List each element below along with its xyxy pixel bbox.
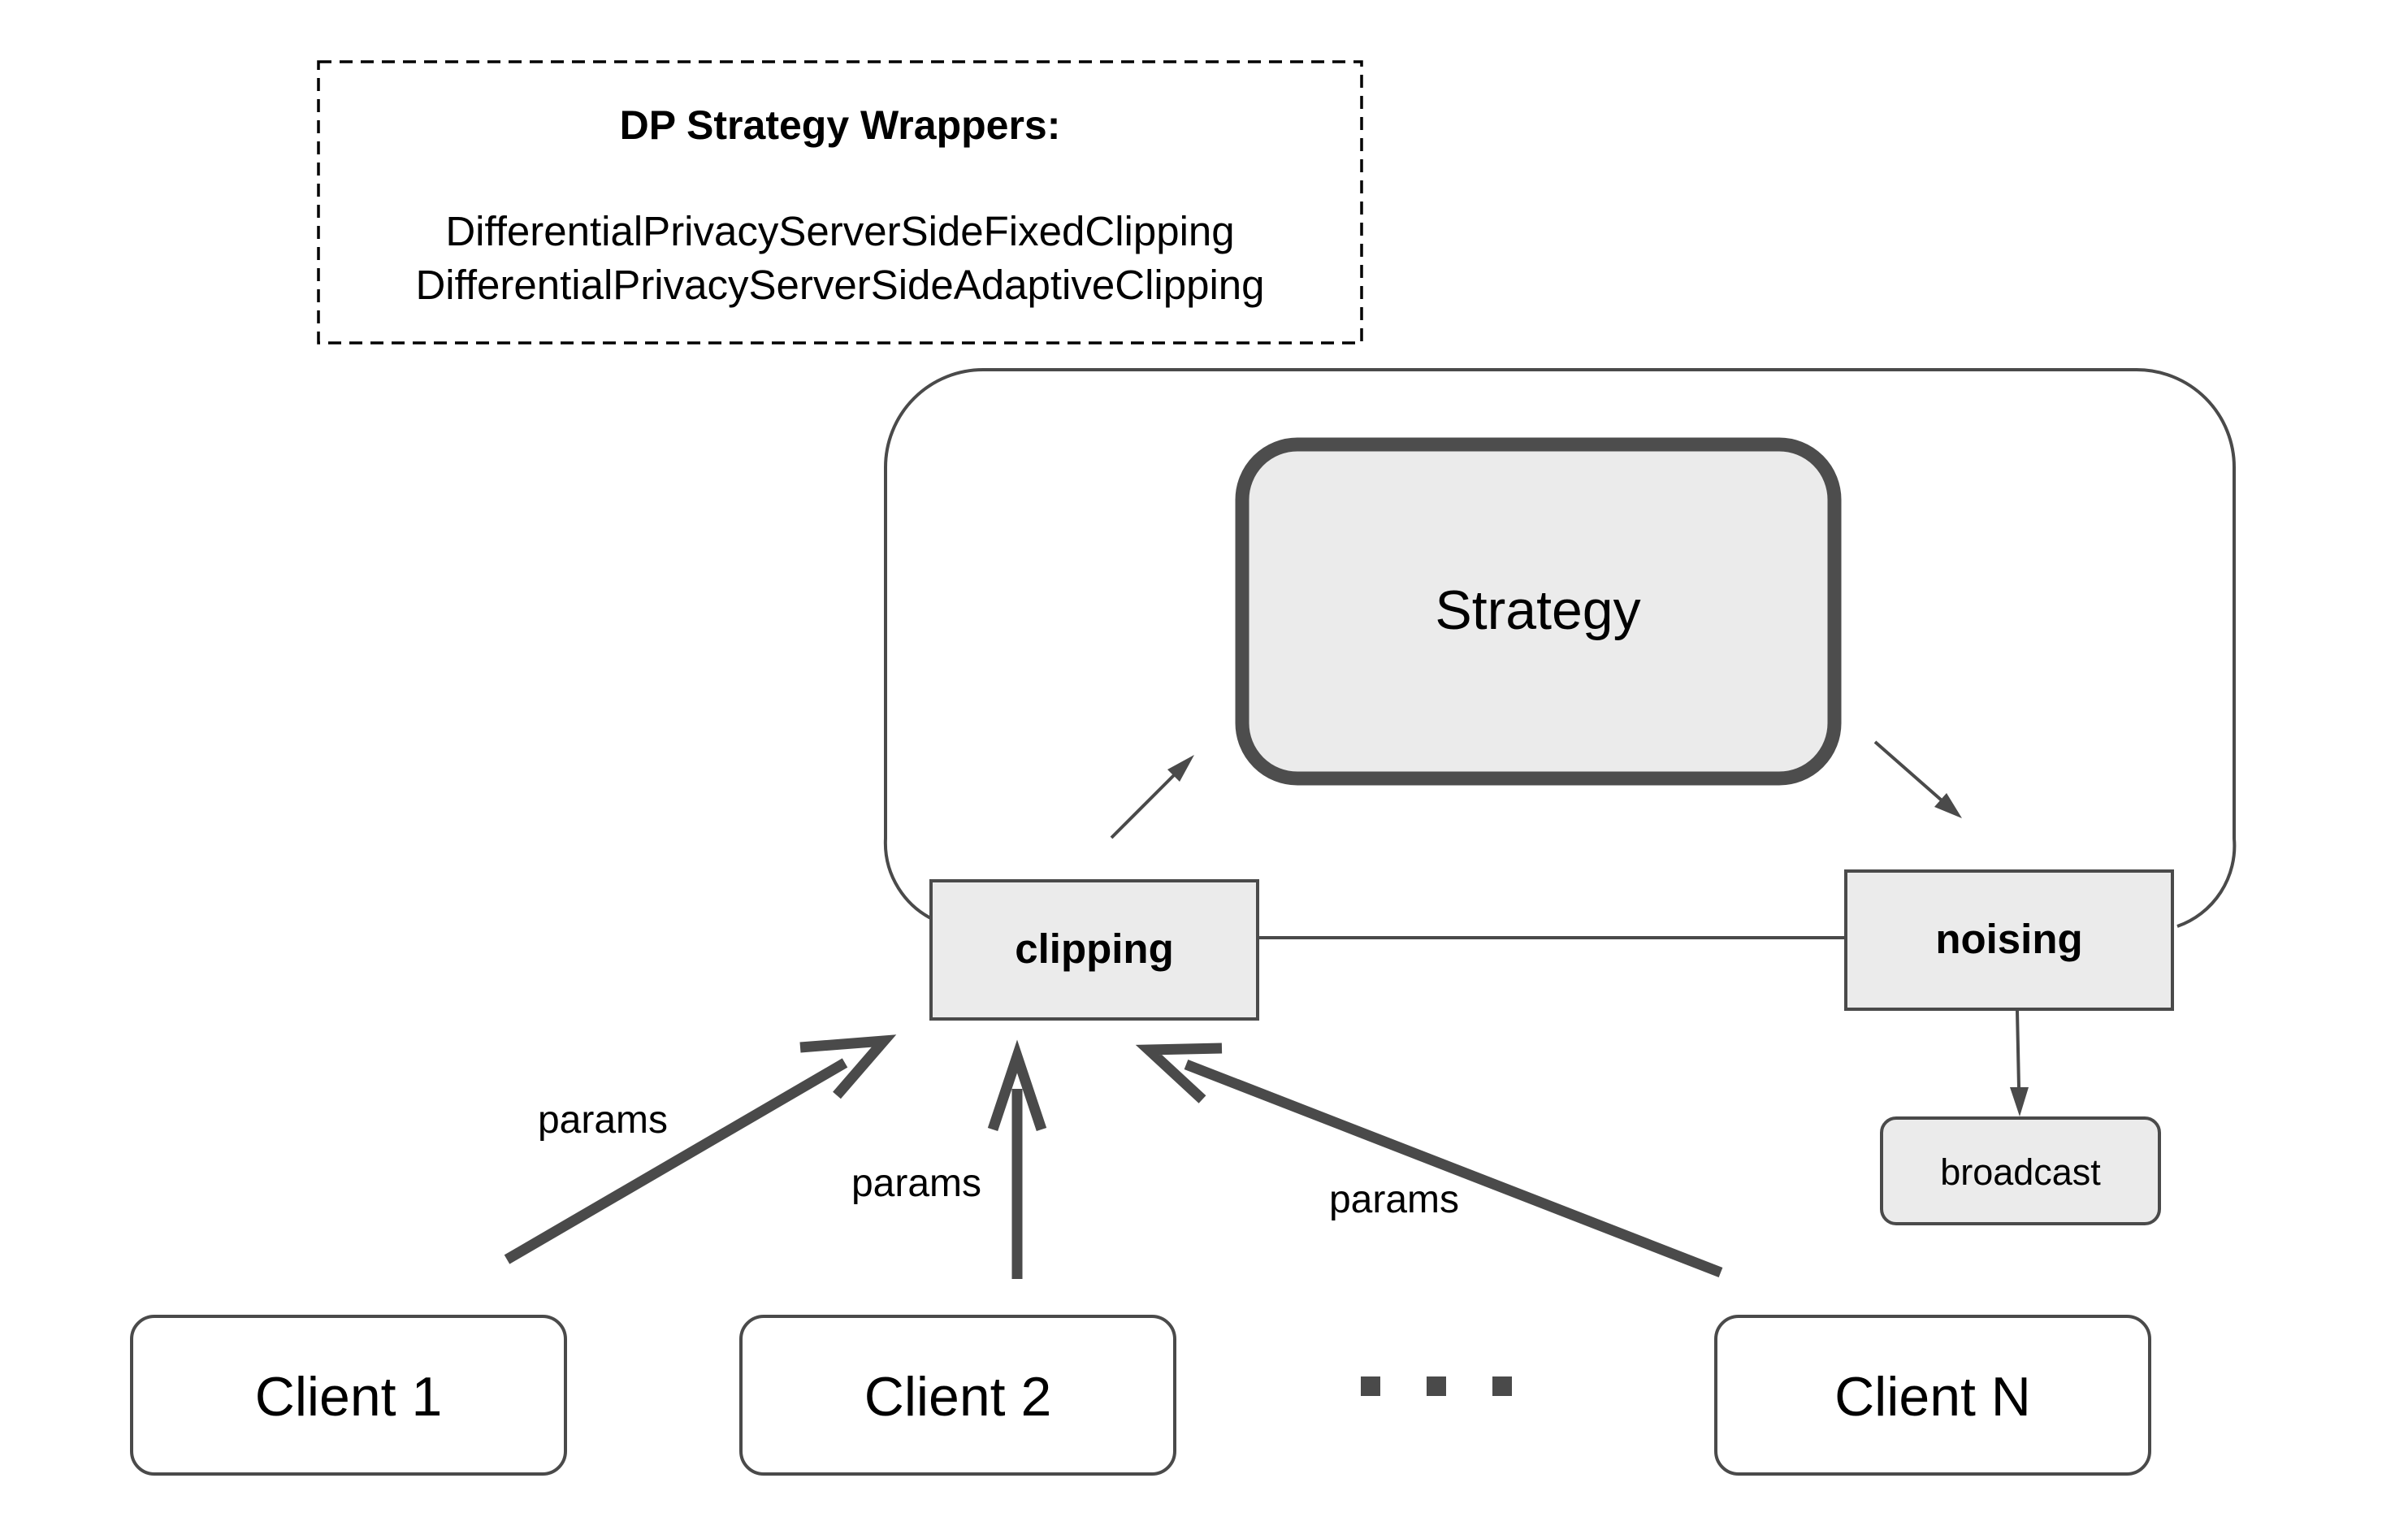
params-label-clientn: params [1329, 1178, 1459, 1221]
arrow-noising-to-broadcast [2010, 1010, 2029, 1116]
ellipsis-dots [1361, 1376, 1512, 1396]
client-1-box [130, 1315, 567, 1476]
params-label-client2: params [851, 1162, 981, 1205]
client-n-box [1714, 1315, 2151, 1476]
legend-title: DP Strategy Wrappers: [620, 102, 1061, 148]
noising-box [1844, 869, 2174, 1011]
server-container [883, 368, 2237, 939]
broadcast-label: broadcast [1940, 1151, 2101, 1193]
strategy-label: Strategy [1435, 579, 1640, 641]
noising-label: noising [1935, 916, 2082, 962]
strategy-box [1235, 437, 1842, 786]
client-1-label: Client 1 [255, 1366, 443, 1428]
arrow-clipping-to-strategy [1110, 755, 1194, 839]
arrow-clientn-params [1135, 1043, 1723, 1278]
clipping-node: clipping [929, 879, 1259, 1021]
ellipsis-dot-2 [1427, 1376, 1446, 1396]
arrow-client2-params [987, 1039, 1047, 1279]
ellipsis-dot-1 [1361, 1376, 1380, 1396]
broadcast-node: broadcast [1880, 1116, 2161, 1225]
ellipsis-dot-3 [1492, 1376, 1512, 1396]
legend-wrapper-fixed: DifferentialPrivacyServerSideFixedClippi… [445, 208, 1234, 254]
client-2-label: Client 2 [864, 1366, 1052, 1428]
broadcast-box [1880, 1116, 2161, 1225]
params-label-client1: params [538, 1099, 668, 1142]
client-2-node: Client 2 [739, 1315, 1176, 1476]
arrow-strategy-to-noising [1873, 740, 1962, 818]
server-outline [883, 368, 2237, 928]
arrow-client1-params [504, 1034, 897, 1264]
client-1-node: Client 1 [130, 1315, 567, 1476]
client-n-label: Client N [1834, 1366, 2031, 1428]
client-2-box [739, 1315, 1176, 1476]
clipping-label: clipping [1015, 926, 1173, 972]
legend-wrapper-adaptive: DifferentialPrivacyServerSideAdaptiveCli… [415, 262, 1264, 308]
strategy-node: Strategy [1235, 437, 1842, 786]
clipping-box [929, 879, 1259, 1021]
client-n-node: Client N [1714, 1315, 2151, 1476]
noising-node: noising [1844, 869, 2174, 1011]
legend-box [317, 60, 1363, 345]
wrappers-legend: DP Strategy Wrappers: DifferentialPrivac… [317, 60, 1363, 345]
